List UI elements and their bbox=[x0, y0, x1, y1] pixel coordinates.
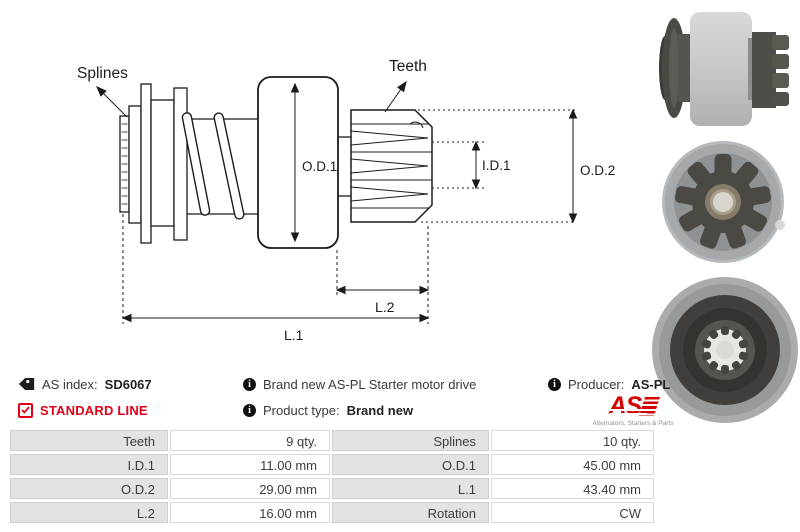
spec-label: Splines bbox=[332, 430, 489, 451]
standard-line-badge: STANDARD LINE bbox=[40, 402, 148, 418]
od1-dimension bbox=[290, 82, 300, 243]
spec-label: O.D.1 bbox=[332, 454, 489, 475]
info-icon: i bbox=[243, 377, 256, 391]
spec-table: Teeth 9 qty. Splines 10 qty. I.D.1 11.00… bbox=[10, 430, 654, 523]
teeth-leader bbox=[384, 80, 407, 113]
standard-line-row: STANDARD LINE bbox=[18, 402, 152, 418]
info-right-column: i Producer: AS-PL bbox=[548, 376, 670, 392]
as-pl-logo-mark: AS bbox=[608, 394, 661, 420]
producer-row: i Producer: AS-PL bbox=[548, 376, 670, 392]
spec-label: Teeth bbox=[10, 430, 168, 451]
info-icon: i bbox=[243, 403, 256, 417]
product-type-label: Product type: bbox=[263, 402, 340, 418]
splines-leader bbox=[96, 86, 128, 118]
pinion-gear bbox=[350, 109, 433, 223]
as-pl-logo-text: AS bbox=[608, 392, 643, 420]
checked-checkbox-icon bbox=[18, 402, 33, 418]
as-pl-logo: AS Alternators, Starters & Parts bbox=[588, 394, 678, 428]
as-index-label: AS index: bbox=[42, 376, 98, 392]
technical-drawing: Splines Teeth O.D.1 I.D.1 O.D.2 L.2 L.1 bbox=[77, 58, 615, 343]
as-index-value: SD6067 bbox=[104, 376, 152, 392]
construction-lines bbox=[418, 109, 576, 223]
producer-label: Producer: bbox=[568, 376, 625, 392]
l2-dimension bbox=[335, 285, 430, 295]
splines-label: Splines bbox=[77, 65, 128, 82]
spec-label: L.2 bbox=[10, 502, 168, 523]
teeth-label: Teeth bbox=[389, 58, 427, 75]
info-left-column: AS index: SD6067 STANDARD LINE bbox=[18, 376, 152, 418]
clutch-housing bbox=[257, 76, 339, 249]
extension-lines bbox=[122, 214, 429, 324]
spec-label: I.D.1 bbox=[10, 454, 168, 475]
photo-front-view[interactable] bbox=[652, 137, 797, 270]
product-type-row: i Product type: Brand new bbox=[243, 402, 476, 418]
producer-value: AS-PL bbox=[631, 376, 671, 392]
l2-label: L.2 bbox=[375, 299, 395, 315]
spec-value: 10 qty. bbox=[491, 430, 654, 451]
l1-label: L.1 bbox=[284, 327, 304, 343]
spec-value: 29.00 mm bbox=[170, 478, 330, 499]
photo-rear-view[interactable] bbox=[652, 272, 800, 432]
spec-value: 45.00 mm bbox=[491, 454, 654, 475]
product-type-value: Brand new bbox=[346, 402, 414, 418]
spec-value: 43.40 mm bbox=[491, 478, 654, 499]
product-description: Brand new AS-PL Starter motor drive bbox=[263, 376, 477, 392]
as-pl-logo-subtext: Alternators, Starters & Parts bbox=[592, 420, 674, 427]
spline-shaft bbox=[119, 83, 188, 244]
spring bbox=[181, 112, 258, 220]
description-row: i Brand new AS-PL Starter motor drive bbox=[243, 376, 476, 392]
od2-label: O.D.2 bbox=[580, 163, 615, 178]
id1-label: I.D.1 bbox=[482, 158, 511, 173]
spec-value: 9 qty. bbox=[170, 430, 330, 451]
spec-label: O.D.2 bbox=[10, 478, 168, 499]
id1-dimension bbox=[471, 140, 481, 190]
as-index-row: AS index: SD6067 bbox=[18, 376, 152, 392]
spec-value: 16.00 mm bbox=[170, 502, 330, 523]
spec-label: L.1 bbox=[332, 478, 489, 499]
od1-label: O.D.1 bbox=[302, 159, 337, 174]
od2-dimension bbox=[568, 108, 578, 224]
tag-icon bbox=[18, 378, 35, 390]
info-middle-column: i Brand new AS-PL Starter motor drive i … bbox=[243, 376, 476, 418]
info-icon: i bbox=[548, 377, 561, 391]
photo-side-view[interactable] bbox=[652, 4, 797, 135]
spec-value: 11.00 mm bbox=[170, 454, 330, 475]
spec-value: CW bbox=[491, 502, 654, 523]
spec-label: Rotation bbox=[332, 502, 489, 523]
photo-gallery bbox=[652, 0, 800, 432]
l1-dimension bbox=[121, 313, 430, 323]
